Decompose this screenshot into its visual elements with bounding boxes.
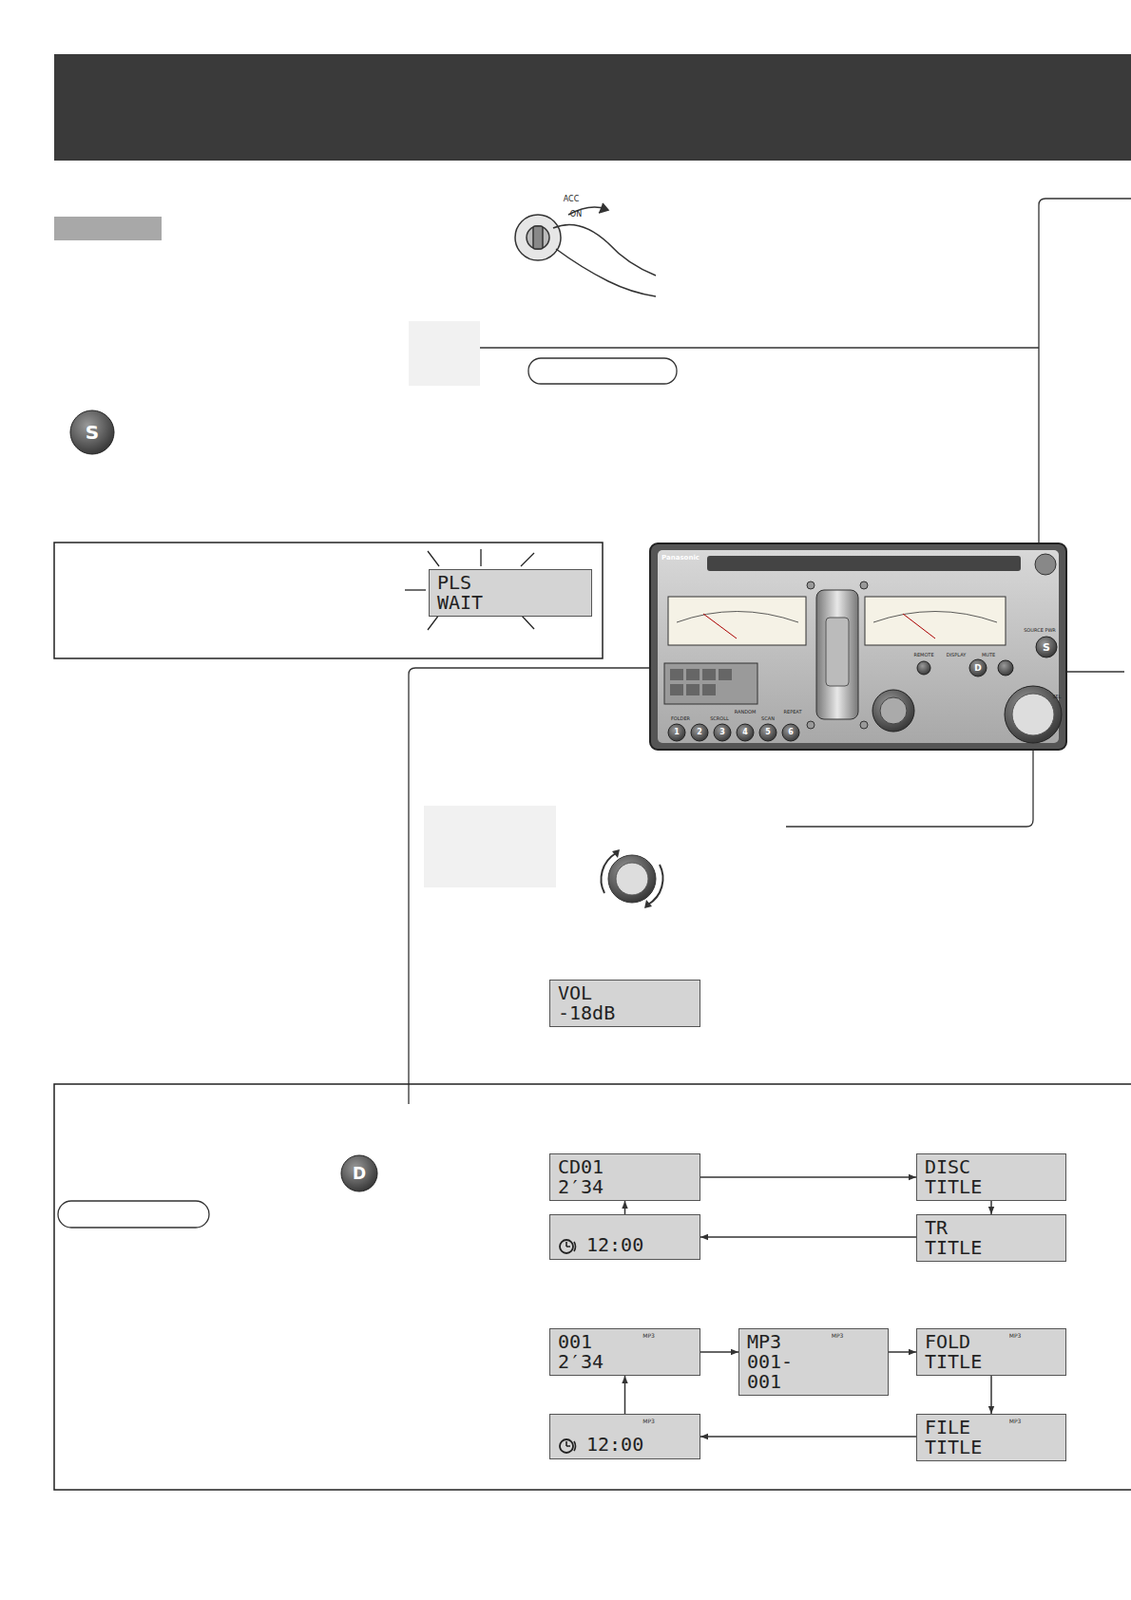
head-unit xyxy=(650,543,1067,750)
lcd-display: MP3 001-001 MP3 xyxy=(738,1328,889,1397)
display-text: 001 2′34 xyxy=(557,1332,604,1373)
display-button-icon xyxy=(341,1155,378,1192)
lcd-display: CD01 2′34 xyxy=(549,1153,701,1202)
display-text: 12:00 xyxy=(586,1435,644,1456)
device-label: SCROLL xyxy=(709,716,729,722)
flow-arrow xyxy=(624,1201,627,1215)
lcd-display: DISC TITLE xyxy=(916,1153,1067,1202)
device-label: RANDOM xyxy=(734,709,757,715)
ignition-key xyxy=(515,203,656,297)
display-text: PLS WAIT xyxy=(437,573,483,614)
clock-icon xyxy=(557,1437,577,1456)
lcd-display: FILE TITLE MP3 xyxy=(916,1414,1067,1462)
device-label: FOLDER xyxy=(670,716,691,722)
flow-arrow xyxy=(624,1376,627,1415)
tag-pill xyxy=(528,358,677,384)
display-text: CD01 2′34 xyxy=(557,1157,604,1198)
device-label: SOURCE PWR xyxy=(1023,628,1056,633)
section-tag xyxy=(54,216,162,241)
faded-panel xyxy=(408,321,480,386)
tag-pill xyxy=(57,1201,210,1228)
display-text: DISC TITLE xyxy=(924,1157,982,1198)
lcd-display: TR TITLE xyxy=(916,1214,1067,1263)
flow-arrow xyxy=(700,1176,917,1179)
volume-knob-icon xyxy=(600,849,663,909)
flow-arrow xyxy=(700,1236,917,1239)
device-label: S xyxy=(85,422,99,442)
flow-arrow xyxy=(700,1436,917,1438)
device-label: 4 xyxy=(742,728,748,737)
device-label: ON xyxy=(570,210,582,219)
source-button-icon xyxy=(70,410,115,455)
mp3-indicator: MP3 xyxy=(642,1332,655,1340)
mp3-indicator: MP3 xyxy=(1009,1332,1022,1340)
display-text: FILE TITLE xyxy=(924,1418,982,1458)
display-text: FOLD TITLE xyxy=(924,1332,982,1373)
display-text: VOL -18dB xyxy=(557,983,615,1024)
lcd-display: VOL -18dB xyxy=(549,979,701,1028)
faded-panel xyxy=(423,805,556,888)
lcd-display: FOLD TITLE MP3 xyxy=(916,1328,1067,1377)
device-label: 1 xyxy=(673,728,680,737)
device-label: D xyxy=(974,664,981,673)
flow-arrow xyxy=(990,1376,993,1415)
header-band xyxy=(54,54,1131,161)
device-label: MUTE xyxy=(981,652,996,658)
lcd-display: PLS WAIT xyxy=(428,569,593,617)
flow-arrow xyxy=(700,1351,739,1354)
flow-arrow xyxy=(888,1351,917,1354)
device-label: S xyxy=(1042,642,1051,653)
flow-arrow xyxy=(990,1201,993,1215)
device-label: D xyxy=(352,1166,366,1183)
mp3-indicator: MP3 xyxy=(831,1332,844,1340)
note-frame xyxy=(54,542,603,659)
clock-icon xyxy=(557,1238,577,1256)
mp3-indicator: MP3 xyxy=(642,1418,655,1425)
device-label: 3 xyxy=(719,728,726,737)
device-label: 2 xyxy=(696,728,703,737)
device-label: SEL xyxy=(1052,694,1061,700)
display-text: TR TITLE xyxy=(924,1218,982,1259)
display-frame xyxy=(54,1084,1131,1491)
device-label: SCAN xyxy=(761,716,775,722)
device-label: 5 xyxy=(765,728,771,737)
device-label: REPEAT xyxy=(784,709,803,715)
leader-lines xyxy=(408,198,1131,1105)
display-text: 12:00 xyxy=(586,1235,644,1256)
lcd-display: 12:00 xyxy=(549,1214,701,1261)
device-label: DISPLAY xyxy=(946,652,967,658)
lcd-display: 12:00 MP3 xyxy=(549,1414,701,1460)
device-label: ACC xyxy=(563,195,580,204)
mp3-indicator: MP3 xyxy=(1009,1418,1022,1425)
display-text: MP3 001-001 xyxy=(747,1332,793,1393)
device-label: Panasonic xyxy=(661,555,700,562)
lcd-display: 001 2′34 MP3 xyxy=(549,1328,701,1377)
device-label: 6 xyxy=(787,728,794,737)
device-label: REMOTE xyxy=(913,652,934,658)
